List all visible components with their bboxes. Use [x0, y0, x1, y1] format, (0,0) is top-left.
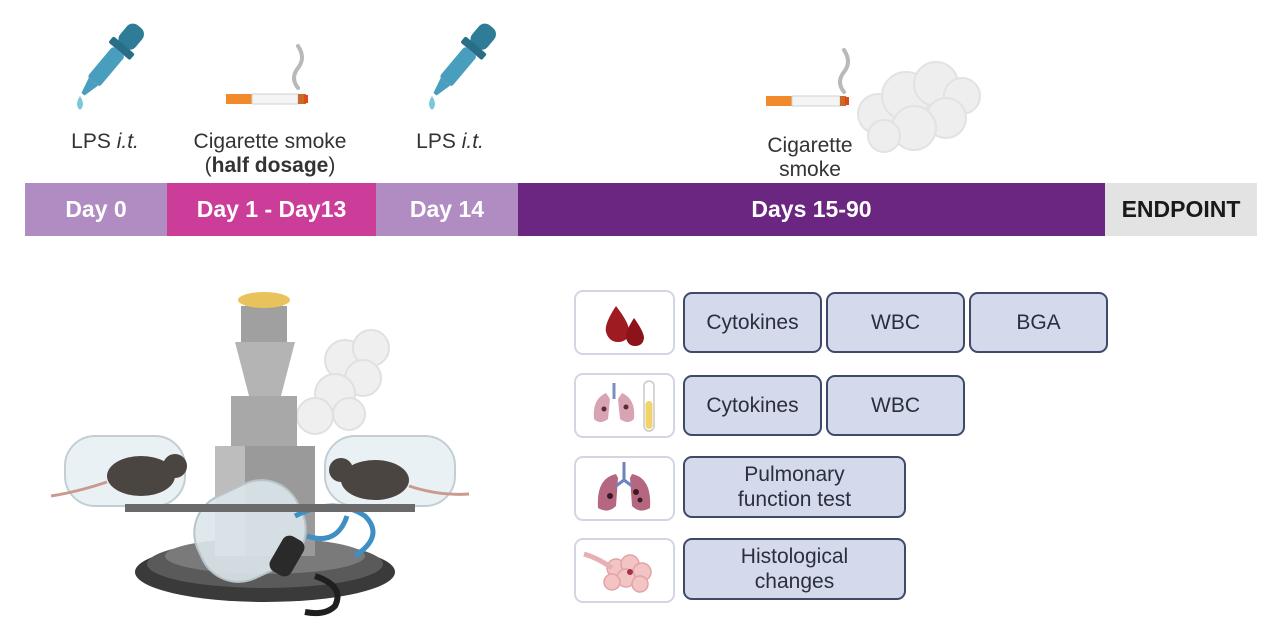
event-label-lps-day0: LPS i.t.: [71, 130, 139, 153]
readout-icon-box-histology: [574, 538, 675, 603]
lungs-icon: [597, 462, 651, 511]
lung-bal-tube-icon: [593, 380, 655, 432]
readout-chip-bga: BGA: [969, 292, 1108, 353]
dropper-icon: [429, 23, 496, 110]
timeline-segment-day14: Day 14: [376, 183, 518, 236]
readout-chip-wbc-bal: WBC: [826, 375, 965, 436]
event-label-smoke: Cigarette smoke: [767, 134, 853, 181]
readout-chip-histological-changes: Histological changes: [683, 538, 906, 600]
readout-chip-pulmonary-function-test: Pulmonary function test: [683, 456, 906, 518]
smoke-exposure-apparatus-icon: [50, 292, 470, 617]
readout-chip-cytokines-blood: Cytokines: [683, 292, 822, 353]
timeline-segment-day1-13: Day 1 - Day13: [167, 183, 376, 236]
timeline-bar: Day 0 Day 1 - Day13 Day 14 Days 15-90 EN…: [25, 183, 1257, 236]
cigarette-icon: [226, 44, 308, 105]
readout-chip-wbc-blood: WBC: [826, 292, 965, 353]
readout-icon-box-bal: [574, 373, 675, 438]
lung-tissue-icon: [583, 551, 652, 593]
timeline-segment-endpoint: ENDPOINT: [1105, 183, 1257, 236]
blood-drops-icon: [605, 306, 644, 346]
timeline-segment-days15-90: Days 15-90: [518, 183, 1105, 236]
dropper-icon: [77, 23, 144, 110]
event-label-lps-day14: LPS i.t.: [416, 130, 484, 153]
readout-chip-cytokines-bal: Cytokines: [683, 375, 822, 436]
timeline-segment-day0: Day 0: [25, 183, 167, 236]
readout-icon-box-lungs: [574, 456, 675, 521]
smoking-cigarette-icon: [766, 48, 981, 153]
event-label-smoke-half: Cigarette smoke (half dosage): [193, 130, 347, 177]
readout-icon-box-blood: [574, 290, 675, 355]
